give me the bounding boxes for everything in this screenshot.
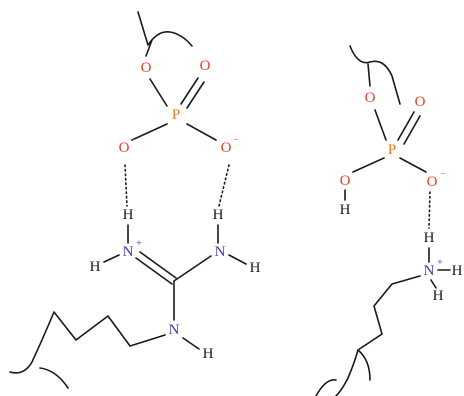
left-structure: O O P O − O − H H N + H N H N H bbox=[9, 11, 261, 389]
atom-o-ester-right: O bbox=[365, 90, 376, 106]
atom-p-right: P bbox=[388, 142, 396, 158]
left-side-chain bbox=[9, 311, 166, 374]
bond-p-oh-right bbox=[352, 157, 385, 173]
hbond-right bbox=[428, 191, 431, 229]
bond-c-n-right bbox=[173, 255, 212, 282]
bond-p-o-double-b-right bbox=[403, 115, 421, 145]
atom-h-left-b: H bbox=[213, 207, 224, 223]
atom-h-side-left: H bbox=[90, 259, 101, 275]
charge-minus-left-b: − bbox=[233, 135, 239, 146]
atom-h-bottom-right: H bbox=[433, 288, 444, 304]
bond-p-o-double-a-left bbox=[180, 77, 199, 105]
bond-p-ominus-left-a bbox=[131, 123, 168, 141]
bond-p-o-double-b-left bbox=[186, 81, 205, 109]
atom-o-ester-left: O bbox=[141, 60, 152, 76]
atom-h-oh-right: H bbox=[340, 202, 351, 218]
bond-oester-p-left bbox=[149, 78, 168, 107]
bond-n-h-right-bottom bbox=[430, 279, 437, 289]
bond-n-h-bottom bbox=[182, 337, 200, 350]
atom-n-plus-left: N bbox=[123, 244, 134, 260]
atom-h-left-a: H bbox=[123, 207, 134, 223]
right-backbone-top bbox=[349, 45, 401, 105]
left-side-chain-tail bbox=[39, 367, 69, 389]
bond-chain-o-ester-left bbox=[145, 39, 153, 57]
right-side-chain-tail bbox=[315, 379, 337, 396]
hbond-left-a bbox=[124, 164, 128, 207]
bond-p-o-double-a-right bbox=[397, 111, 415, 141]
bond-n-c-double-b bbox=[139, 251, 177, 279]
atom-o-double-right: O bbox=[415, 94, 426, 110]
atom-o-minus-left-b: O bbox=[221, 140, 232, 156]
charge-minus-left-a: − bbox=[130, 135, 136, 146]
right-structure: O O P O H O − H N + H H bbox=[315, 45, 463, 396]
bond-oester-p-right bbox=[374, 109, 387, 141]
charge-plus-right: + bbox=[437, 258, 443, 269]
atom-p-left: P bbox=[172, 107, 180, 123]
bond-p-ominus-right bbox=[399, 157, 427, 173]
charge-plus-left: + bbox=[136, 239, 142, 250]
atom-o-double-left: O bbox=[200, 58, 211, 74]
atom-h-top-right: H bbox=[424, 230, 435, 246]
atom-h-bottom-left: H bbox=[203, 346, 214, 362]
hbond-left-b bbox=[218, 164, 230, 207]
atom-o-h-right: O bbox=[340, 173, 351, 189]
atom-h-side-right2: H bbox=[452, 263, 463, 279]
charge-minus-right: − bbox=[440, 169, 446, 180]
atom-n-plus-right: N bbox=[424, 263, 435, 279]
atom-n-bottom-left: N bbox=[169, 322, 180, 338]
atom-h-side-right: H bbox=[250, 260, 261, 276]
bond-n-h-side-right bbox=[228, 254, 247, 265]
right-side-chain-branch bbox=[357, 349, 371, 381]
right-side-chain bbox=[335, 275, 421, 396]
left-backbone-top bbox=[137, 11, 193, 47]
atom-o-minus-left-a: O bbox=[119, 140, 130, 156]
bond-n-c-double-a bbox=[135, 257, 173, 285]
bond-p-ominus-left-b bbox=[186, 123, 217, 141]
atom-n-right-left: N bbox=[215, 244, 226, 260]
bond-chain-o-ester-right bbox=[367, 63, 371, 87]
atom-o-minus-right: O bbox=[427, 174, 438, 190]
bond-n-h-side-left bbox=[103, 254, 120, 263]
